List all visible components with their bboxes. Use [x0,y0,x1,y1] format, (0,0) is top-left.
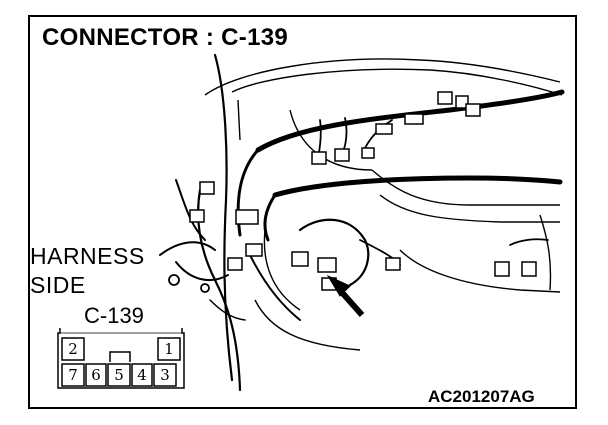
pin-3: 3 [160,366,170,384]
indicator-arrow [326,274,365,317]
connector-title: CONNECTOR : C-139 [42,24,289,51]
harness-side-label-line2: SIDE [30,272,86,298]
connector-label: C-139 [84,303,144,328]
pin-6: 6 [91,366,101,384]
dashboard-outline [204,58,563,351]
harness-side-label-line1: HARNESS [30,243,145,269]
figure-code: AC201207AG [428,387,535,406]
connector-face-drawing [57,328,185,389]
harness-connectors [189,91,537,291]
pin-5: 5 [114,366,124,384]
pin-2: 2 [68,340,78,358]
pin-7: 7 [68,366,78,384]
figure-border [28,15,577,409]
ground-terminals [168,274,210,293]
pin-4: 4 [137,366,147,384]
pin-1: 1 [164,340,174,358]
